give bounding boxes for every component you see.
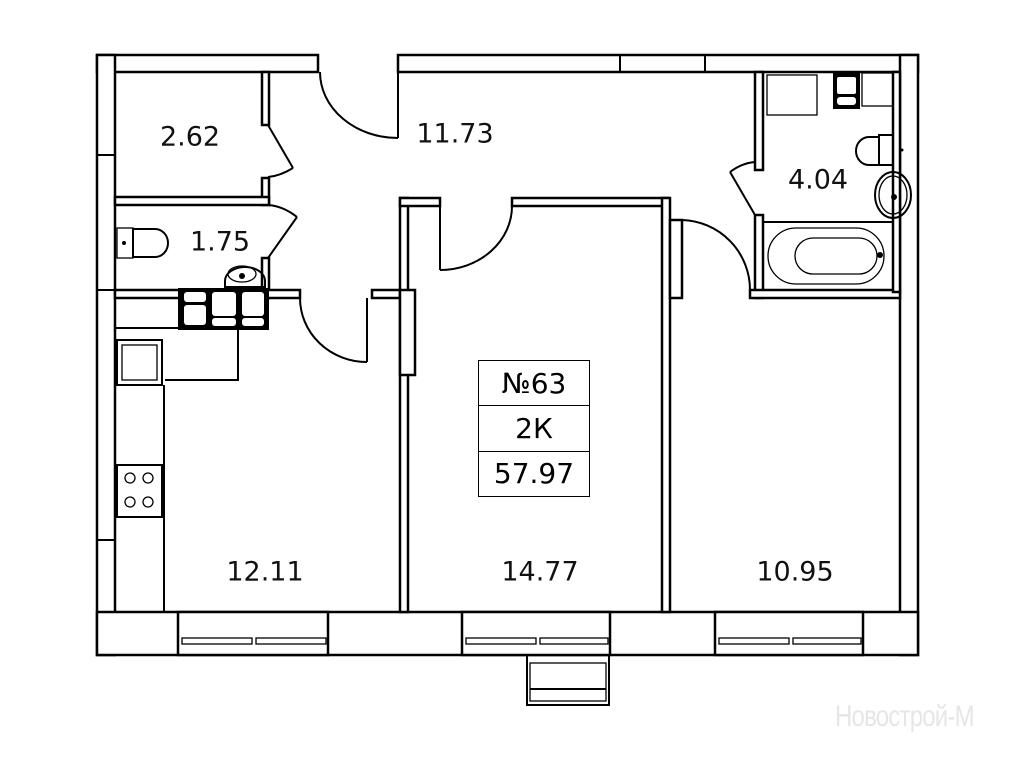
apartment-info-box: №63 2К 57.97 xyxy=(478,360,590,497)
room-area-bedroom-right: 10.95 xyxy=(756,556,834,588)
room-area-storage: 2.62 xyxy=(159,121,221,153)
room-area-bedroom-middle: 14.77 xyxy=(501,556,579,588)
apartment-number: №63 xyxy=(479,361,589,407)
room-area-wc: 1.75 xyxy=(189,226,251,258)
windows xyxy=(176,610,865,657)
room-area-kitchen: 12.11 xyxy=(226,556,304,588)
inner-walls xyxy=(113,70,902,614)
balcony xyxy=(526,654,610,706)
doors xyxy=(267,71,756,363)
room-area-hall: 11.73 xyxy=(416,118,494,150)
apartment-total-area: 57.97 xyxy=(493,457,575,491)
apartment-type: 2К xyxy=(479,406,589,452)
watermark: Новострой-М xyxy=(835,700,975,733)
room-area-bathroom: 4.04 xyxy=(787,164,849,196)
fixtures xyxy=(114,72,912,612)
